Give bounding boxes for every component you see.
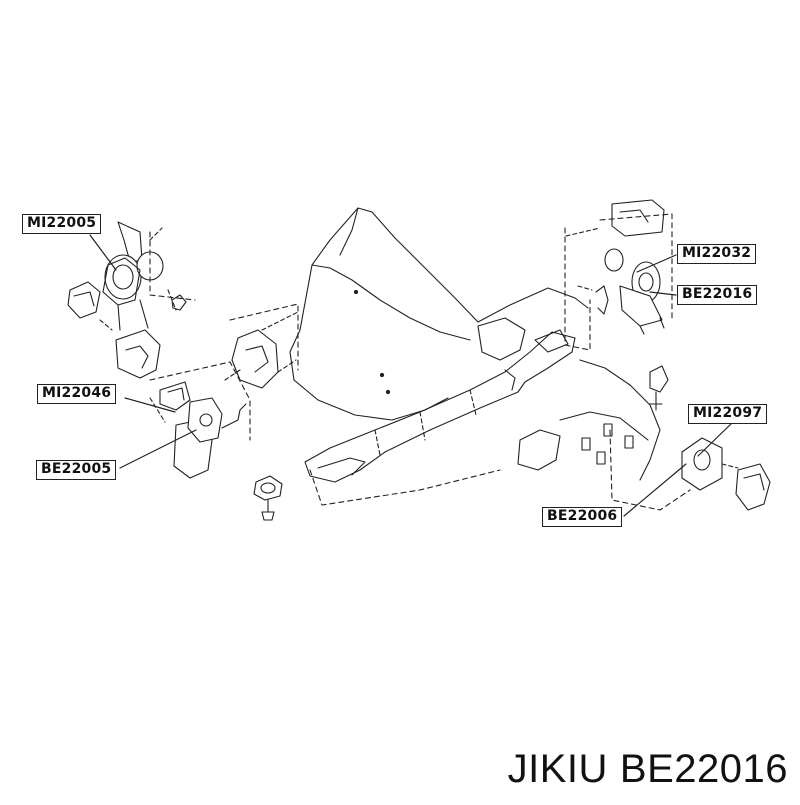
engine-block-outline (289, 207, 661, 481)
callout-be22005: BE22005 (36, 460, 117, 480)
bracket-left (231, 311, 299, 389)
leader-lines (89, 234, 734, 517)
mount-mi22005-parts (67, 221, 187, 379)
crossmember (304, 317, 576, 483)
mount-mi22032-parts (565, 199, 665, 335)
callout-mi22005: MI22005 (22, 214, 102, 234)
dashed-groupings (149, 213, 691, 511)
callout-mi22097: MI22097 (688, 404, 768, 424)
callout-be22016: BE22016 (677, 285, 758, 305)
caption-brand: JIKIU (507, 747, 608, 791)
mounting-pegs (581, 423, 634, 465)
callout-be22006: BE22006 (542, 507, 623, 527)
mount-mi22046-parts (149, 369, 247, 479)
callout-mi22032: MI22032 (677, 244, 757, 264)
small-bush (253, 475, 283, 521)
callout-mi22046: MI22046 (37, 384, 117, 404)
mount-mi22097-parts (649, 365, 771, 511)
caption-part-number: BE22016 (619, 747, 788, 791)
